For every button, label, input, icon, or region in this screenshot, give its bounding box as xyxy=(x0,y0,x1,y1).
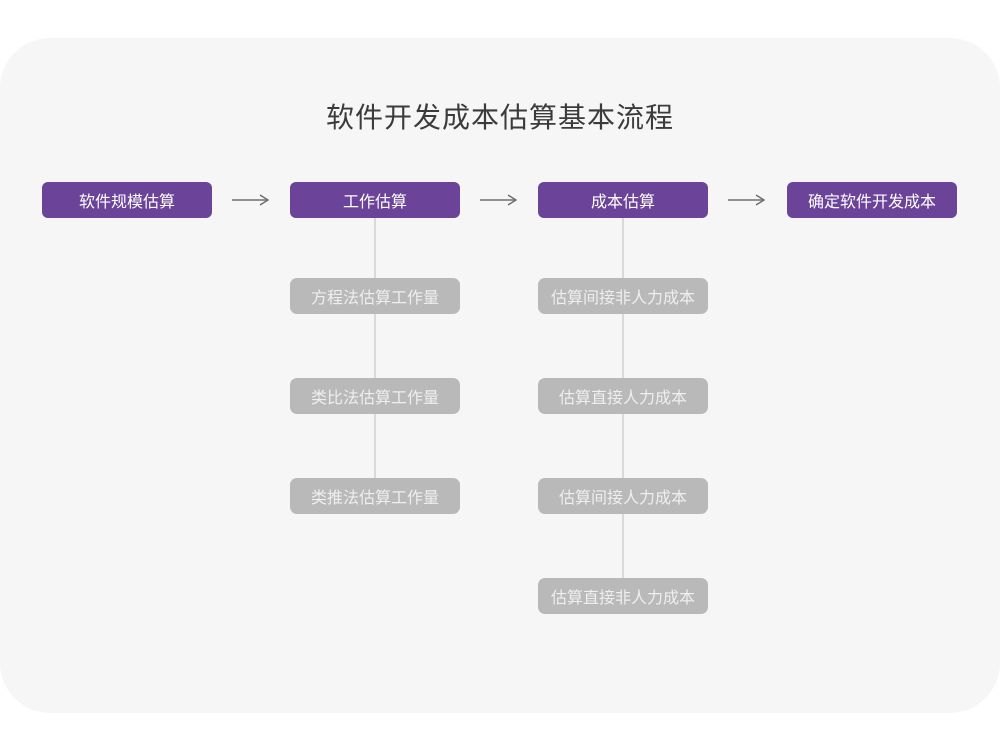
sub-step-direct-nonlabor-cost: 估算直接非人力成本 xyxy=(538,578,708,614)
sub-step-indirect-nonlabor-cost: 估算间接非人力成本 xyxy=(538,278,708,314)
canvas-card: 软件开发成本估算基本流程 软件规模估算 工作估算 成本估算 确定软件开发成本 方… xyxy=(0,38,1000,713)
sub-step-extrapolation-method: 类推法估算工作量 xyxy=(290,478,460,514)
arrow-right-icon xyxy=(479,193,519,207)
sub-step-direct-labor-cost: 估算直接人力成本 xyxy=(538,378,708,414)
flow-step-cost-estimation: 成本估算 xyxy=(538,182,708,218)
sub-step-analogy-method: 类比法估算工作量 xyxy=(290,378,460,414)
connector-line-work xyxy=(374,218,376,496)
flow-step-software-scale-estimation: 软件规模估算 xyxy=(42,182,212,218)
sub-step-indirect-labor-cost: 估算间接人力成本 xyxy=(538,478,708,514)
arrow-right-icon xyxy=(231,193,271,207)
diagram-title: 软件开发成本估算基本流程 xyxy=(325,102,674,133)
sub-step-equation-method: 方程法估算工作量 xyxy=(290,278,460,314)
arrow-right-icon xyxy=(727,193,767,207)
flow-step-determine-cost: 确定软件开发成本 xyxy=(787,182,957,218)
flow-step-work-estimation: 工作估算 xyxy=(290,182,460,218)
